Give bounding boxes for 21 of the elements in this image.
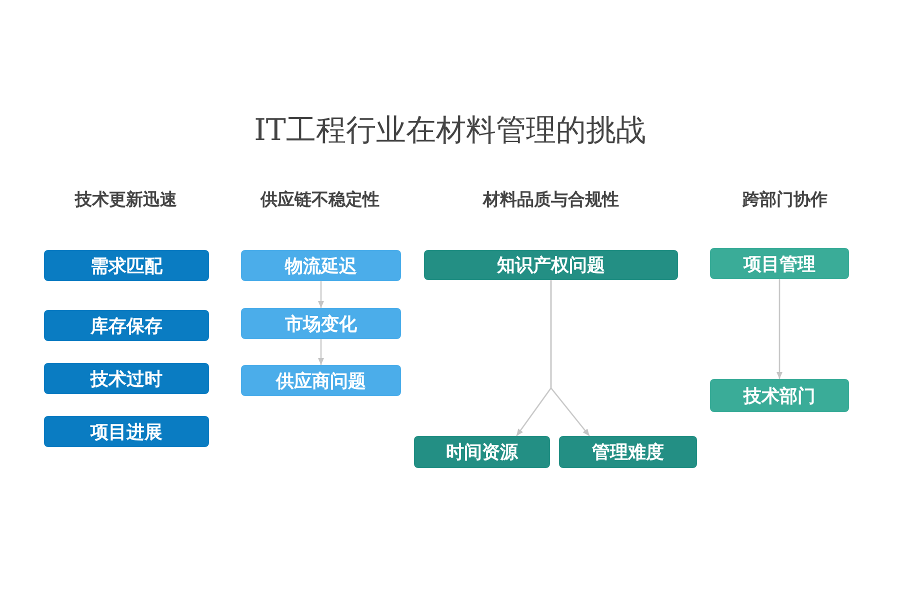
arrow	[318, 281, 324, 308]
process-box: 技术过时	[44, 363, 209, 394]
process-box: 项目进展	[44, 416, 209, 447]
column-heading: 材料品质与合规性	[483, 189, 619, 211]
process-box: 知识产权问题	[424, 250, 678, 280]
column-heading: 供应链不稳定性	[260, 189, 380, 211]
process-box: 管理难度	[559, 436, 697, 468]
arrow	[318, 339, 324, 365]
process-box: 需求匹配	[44, 250, 209, 281]
arrow	[776, 279, 782, 379]
process-box: 供应商问题	[241, 365, 401, 396]
process-box: 市场变化	[241, 308, 401, 339]
column-heading: 跨部门协作	[742, 189, 828, 211]
process-box: 库存保存	[44, 310, 209, 341]
column-heading: 技术更新迅速	[75, 189, 177, 211]
arrow	[550, 280, 590, 436]
title: IT工程行业在材料管理的挑战	[254, 112, 646, 150]
process-box: 时间资源	[414, 436, 550, 468]
process-box: 技术部门	[710, 379, 849, 412]
process-box: 物流延迟	[241, 250, 401, 281]
process-box: 项目管理	[710, 248, 849, 279]
